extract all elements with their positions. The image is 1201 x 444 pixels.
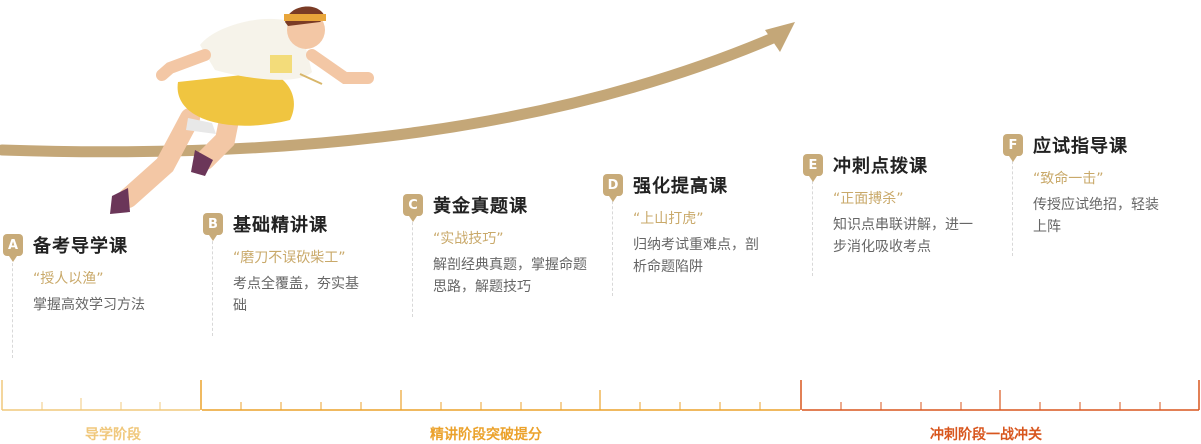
course-description: 解剖经典真题，掌握命题思路，解题技巧 [433,257,587,295]
course-card-a: A 备考导学课 “授人以渔” 掌握高效学习方法 [3,232,173,316]
letter-badge: A [3,234,23,262]
stage-label-guide: 导学阶段 [85,427,141,443]
stage-label-intensive: 精讲阶段突破提分 [430,427,542,443]
stage-label-sprint: 冲刺阶段一战冲关 [930,427,1042,443]
course-card-b: B 基础精讲课 “磨刀不误砍柴工” 考点全覆盖，夯实基础 [203,211,373,317]
course-title: 基础精讲课 [233,215,328,236]
course-card-c: C 黄金真题课 “实战技巧” 解剖经典真题，掌握命题思路，解题技巧 [403,192,587,298]
letter-badge: E [803,154,823,182]
runner-icon [110,6,374,214]
course-quote: “磨刀不误砍柴工” [233,250,346,266]
course-quote: “正面搏杀” [833,191,904,207]
card-b-guide [212,236,213,336]
letter-badge: D [603,174,623,202]
card-d-guide [612,196,613,296]
card-f-guide [1012,156,1013,256]
course-description: 归纳考试重难点，剖析命题陷阱 [633,237,759,275]
letter-badge: F [1003,134,1023,162]
course-title: 冲刺点拨课 [833,156,928,177]
card-c-guide [412,217,413,317]
course-title: 应试指导课 [1033,136,1128,157]
course-card-e: E 冲刺点拨课 “正面搏杀” 知识点串联讲解，进一步消化吸收考点 [803,152,973,258]
timeline [1,380,1200,411]
course-card-d: D 强化提高课 “上山打虎” 归纳考试重难点，剖析命题陷阱 [603,172,773,278]
letter-badge: B [203,213,223,241]
course-description: 知识点串联讲解，进一步消化吸收考点 [833,217,973,255]
card-e-guide [812,176,813,276]
course-title: 黄金真题课 [433,196,528,217]
card-a-guide [12,258,13,358]
course-title: 备考导学课 [33,236,128,257]
arrowhead-icon [765,22,795,52]
course-quote: “致命一击” [1033,171,1104,187]
course-title: 强化提高课 [633,176,728,197]
course-card-f: F 应试指导课 “致命一击” 传授应试绝招，轻装上阵 [1003,132,1173,238]
course-description: 掌握高效学习方法 [33,297,145,313]
course-description: 传授应试绝招，轻装上阵 [1033,197,1159,235]
course-quote: “上山打虎” [633,211,704,227]
course-quote: “实战技巧” [433,231,504,247]
course-quote: “授人以渔” [33,271,104,287]
letter-badge: C [403,194,423,222]
growth-arrow [0,29,786,158]
course-description: 考点全覆盖，夯实基础 [233,276,359,314]
